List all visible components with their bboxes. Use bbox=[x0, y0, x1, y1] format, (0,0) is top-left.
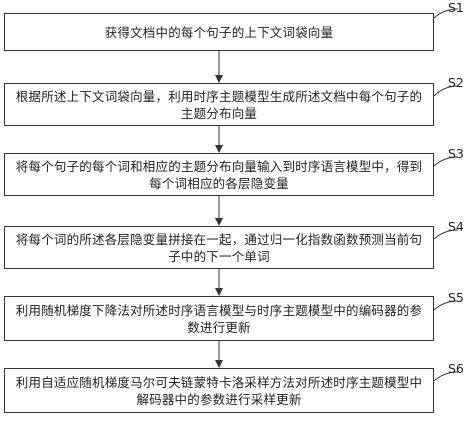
leader-s6 bbox=[433, 371, 459, 382]
leader-s3 bbox=[433, 156, 459, 167]
step-text-s4: 将每个词的所述各层隐变量拼接在一起，通过归一化指数函数预测当前句子中的下一个单词 bbox=[15, 231, 423, 264]
step-label-s3: S3 bbox=[448, 146, 464, 161]
step-label-s5: S5 bbox=[448, 290, 464, 305]
step-box-s2: 根据所述上下文词袋向量，利用时序主题模型生成所述文档中每个句子的主题分布向量 bbox=[4, 83, 434, 126]
step-box-s6: 利用自适应随机梯度马尔可夫链蒙特卡洛采样方法对所述时序主题模型中解码器中的参数进… bbox=[4, 368, 434, 413]
leader-s1 bbox=[433, 8, 459, 19]
step-box-s3: 将每个句子的每个词和相应的主题分布向量输入到时序语言模型中，得到每个词相应的各层… bbox=[4, 153, 434, 196]
step-label-s4: S4 bbox=[448, 219, 464, 234]
leader-s2 bbox=[433, 85, 459, 97]
step-label-s6: S6 bbox=[448, 361, 464, 376]
step-text-s3: 将每个句子的每个词和相应的主题分布向量输入到时序语言模型中，得到每个词相应的各层… bbox=[15, 158, 423, 191]
step-box-s5: 利用随机梯度下降法对所述时序语言模型与时序主题模型中的编码器的参数进行更新 bbox=[4, 296, 434, 341]
step-text-s1: 获得文档中的每个句子的上下文词袋向量 bbox=[104, 24, 334, 40]
step-label-s2: S2 bbox=[448, 75, 464, 90]
step-text-s5: 利用随机梯度下降法对所述时序语言模型与时序主题模型中的编码器的参数进行更新 bbox=[15, 302, 423, 335]
leader-s5 bbox=[433, 300, 459, 311]
step-box-s1: 获得文档中的每个句子的上下文词袋向量 bbox=[4, 13, 434, 51]
leader-s4 bbox=[433, 229, 459, 240]
step-box-s4: 将每个词的所述各层隐变量拼接在一起，通过归一化指数函数预测当前句子中的下一个单词 bbox=[4, 226, 434, 269]
step-label-s1: S1 bbox=[448, 0, 464, 15]
step-text-s2: 根据所述上下文词袋向量，利用时序主题模型生成所述文档中每个句子的主题分布向量 bbox=[15, 88, 423, 121]
step-text-s6: 利用自适应随机梯度马尔可夫链蒙特卡洛采样方法对所述时序主题模型中解码器中的参数进… bbox=[15, 374, 423, 407]
